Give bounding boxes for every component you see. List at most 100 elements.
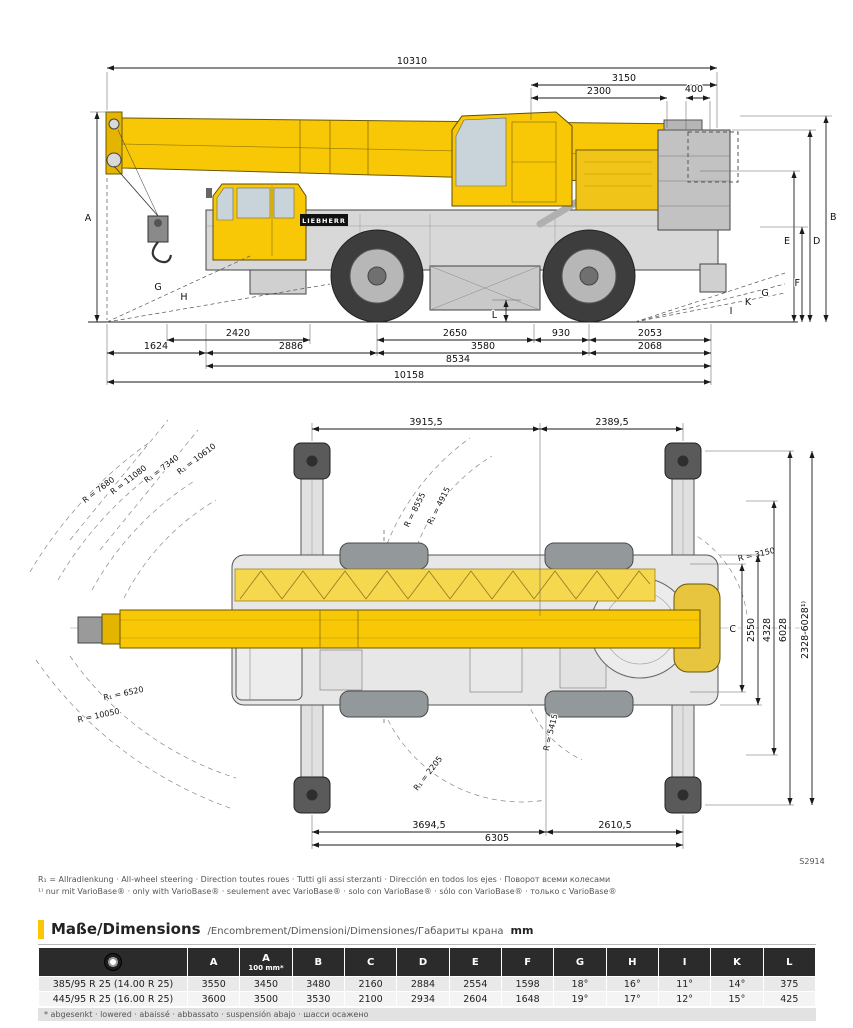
label-G-rear: G	[761, 288, 768, 299]
table-row-tire-445: 445/95 R 25 (16.00 R 25) 3600 3500 3530 …	[39, 992, 815, 1006]
value-L: 425	[763, 992, 815, 1006]
tire-column-header	[39, 948, 187, 976]
col-G: G	[554, 948, 606, 976]
superstructure-engine	[575, 149, 661, 211]
dim-6305: 6305	[485, 833, 509, 844]
dimensions-section: Maße/Dimensions /Encombrement/Dimensioni…	[38, 920, 816, 1021]
angle-lines	[106, 178, 786, 323]
col-B: B	[292, 948, 344, 976]
dim-3150: 3150	[612, 73, 636, 84]
brand-plate	[300, 214, 348, 226]
mirror	[206, 188, 212, 198]
value-H: 16°	[606, 977, 658, 991]
label-K: K	[745, 297, 752, 308]
radius-3150: R = 3150	[737, 546, 776, 563]
value-B: 3480	[292, 977, 344, 991]
dim-4328: 4328	[762, 618, 773, 642]
label-A: A	[85, 213, 92, 224]
title-accent-bar	[38, 920, 44, 939]
value-B: 3530	[292, 992, 344, 1006]
crane-cab	[451, 111, 573, 207]
tire-wheel-icon	[104, 953, 122, 971]
value-A: 3550	[188, 977, 240, 991]
label-D: D	[813, 236, 820, 247]
label-I: I	[730, 306, 733, 317]
table-footnote: * abgesenkt · lowered · abaissé · abbass…	[38, 1008, 816, 1021]
value-A-lowered: 3500	[240, 992, 292, 1006]
outrigger-rear-right	[664, 704, 702, 814]
dim-3915: 3915,5	[409, 417, 442, 428]
title-unit: mm	[510, 924, 534, 937]
value-K: 15°	[711, 992, 763, 1006]
dim-6028: 6028	[778, 618, 789, 642]
value-G: 18°	[554, 977, 606, 991]
dim-930: 930	[552, 328, 570, 339]
label-L: L	[492, 310, 498, 321]
tire-size: 385/95 R 25 (14.00 R 25)	[39, 977, 187, 991]
dim-2650: 2650	[443, 328, 467, 339]
dim-3694: 3694,5	[412, 820, 445, 831]
boom-plan	[77, 609, 701, 649]
radius-6520: R₁ = 6520	[103, 685, 145, 702]
col-D: D	[397, 948, 449, 976]
value-D: 2884	[397, 977, 449, 991]
footnotes: R₁ = Allradlenkung · All-wheel steering …	[38, 874, 616, 898]
hook-block-plan	[77, 616, 103, 644]
col-L: L	[763, 948, 815, 976]
boom-head-plan	[101, 613, 121, 645]
value-C: 2100	[344, 992, 397, 1006]
side-view-diagram: LIEBHERR 10310 3150 2300 400 A B D	[84, 55, 838, 385]
top-view-diagram: 3915,5 2389,5 R = 7680 R = 11080 R₁ = 73…	[29, 416, 825, 866]
radius-5415: R = 5415	[542, 713, 560, 752]
radius-2205: R₁ = 2205	[412, 755, 444, 793]
deck-hatches	[319, 645, 607, 693]
dim-400: 400	[685, 84, 703, 95]
dim-2550: 2550	[746, 618, 757, 642]
col-F: F	[501, 948, 554, 976]
note-variobase: ¹⁾ nur mit VarioBase® · only with VarioB…	[38, 887, 617, 896]
dim-3580: 3580	[471, 341, 495, 352]
note-all-wheel-steering: R₁ = Allradlenkung · All-wheel steering …	[38, 875, 611, 884]
dim-10158: 10158	[394, 370, 424, 381]
driver-cab	[206, 183, 307, 261]
value-A-lowered: 3450	[240, 977, 292, 991]
dim-2053: 2053	[638, 328, 662, 339]
col-C: C	[344, 948, 397, 976]
dim-2886: 2886	[279, 341, 303, 352]
label-F: F	[795, 278, 800, 289]
tire-size: 445/95 R 25 (16.00 R 25)	[39, 992, 187, 1006]
dim-2389: 2389,5	[595, 417, 628, 428]
label-C: C	[729, 624, 736, 635]
side-dimensions: 10310 3150 2300 400 A B D E F G H I K G …	[84, 55, 838, 385]
dim-10310: 10310	[397, 56, 427, 67]
dimensions-title: Maße/Dimensions /Encombrement/Dimensioni…	[38, 920, 816, 945]
dim-1624: 1624	[144, 341, 168, 352]
value-L: 375	[763, 977, 815, 991]
outrigger-rear-left	[664, 442, 702, 556]
title-main: Maße/Dimensions	[51, 920, 201, 938]
outrigger-front-right	[293, 704, 331, 814]
radius-10610: R₁ = 10610	[175, 442, 217, 477]
label-G-front: G	[154, 282, 161, 293]
col-H: H	[606, 948, 658, 976]
wheel-front	[330, 229, 424, 323]
wheels-plan	[339, 542, 634, 718]
value-I: 11°	[658, 977, 711, 991]
stowed-jib-outline	[687, 131, 739, 183]
value-I: 12°	[658, 992, 711, 1006]
value-F: 1598	[501, 977, 554, 991]
counterweight	[657, 119, 731, 231]
col-A-lowered-note: 100 mm*	[248, 963, 284, 972]
col-K: K	[711, 948, 763, 976]
col-E: E	[449, 948, 501, 976]
value-G: 19°	[554, 992, 606, 1006]
value-C: 2160	[344, 977, 397, 991]
table-row-tire-385: 385/95 R 25 (14.00 R 25) 3550 3450 3480 …	[39, 977, 815, 991]
value-E: 2554	[449, 977, 501, 991]
dim-2300: 2300	[587, 86, 611, 97]
dim-8534: 8534	[446, 354, 470, 365]
hook-block	[113, 129, 173, 264]
